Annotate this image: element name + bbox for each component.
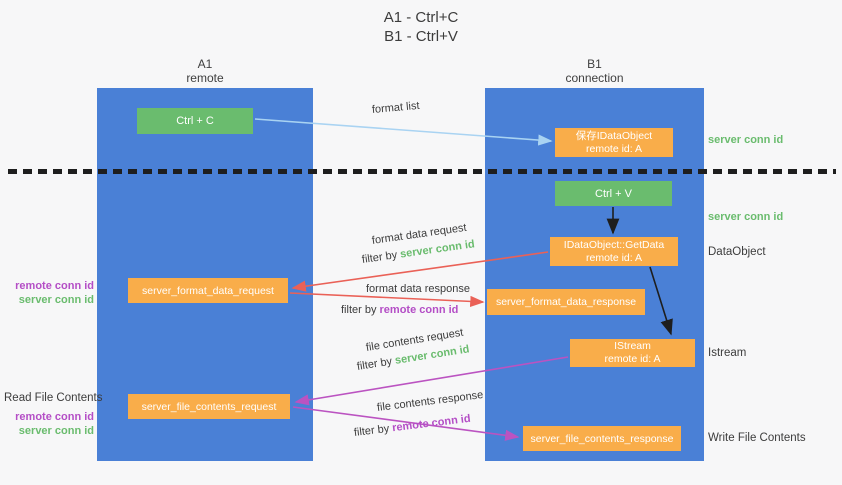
node-istream-line1: IStream bbox=[614, 340, 651, 352]
arrow-format-data-request bbox=[291, 251, 549, 292]
column-a1-name: A1 bbox=[197, 57, 213, 71]
node-server-file-contents-response: server_file_contents_response bbox=[523, 426, 681, 451]
column-a1-subtitle: remote bbox=[186, 71, 224, 85]
node-getdata-line1: IDataObject::GetData bbox=[563, 238, 665, 251]
session-divider-dotted-line bbox=[8, 169, 836, 174]
node-ctrl-v: Ctrl + V bbox=[555, 181, 672, 206]
right-label-dataobject: DataObject bbox=[708, 246, 766, 258]
column-b1-subtitle: connection bbox=[565, 71, 624, 85]
filter-prefix: filter by bbox=[341, 304, 377, 316]
server-conn-id-label: server conn id bbox=[18, 425, 94, 437]
column-header-b1: B1 connection bbox=[485, 57, 704, 85]
arrow-file-contents-response bbox=[292, 406, 520, 441]
remote-conn-id-label: remote conn id bbox=[15, 280, 94, 292]
node-getdata-line2: remote id: A bbox=[585, 251, 643, 264]
remote-conn-id-label: remote conn id bbox=[15, 411, 94, 423]
right-label-istream: Istream bbox=[708, 347, 747, 359]
node-ctrl-c-label: Ctrl + C bbox=[176, 115, 214, 127]
node-server-format-data-request: server_format_data_request bbox=[128, 278, 288, 303]
diagram-title: A1 - Ctrl+C B1 - Ctrl+V bbox=[0, 8, 842, 46]
node-format-response-label: server_format_data_response bbox=[495, 296, 637, 308]
edge-label-format-data-response: format data response bbox=[366, 283, 470, 295]
arrow-getdata-to-istream bbox=[649, 266, 673, 336]
node-file-request-label: server_file_contents_request bbox=[141, 400, 277, 413]
node-idataobject-getdata: IDataObject::GetData remote id: A bbox=[550, 237, 678, 266]
arrow-format-data-response bbox=[289, 292, 485, 307]
edge-label-format-response-filter: filter by remote conn id bbox=[341, 304, 458, 316]
node-save-idataobject-line1: 保存IDataObject bbox=[575, 129, 653, 142]
column-header-a1: A1 remote bbox=[97, 57, 313, 85]
left-label-file-conn-ids: remote conn id server conn id bbox=[4, 410, 94, 438]
node-save-idataobject-line2: remote id: A bbox=[585, 142, 643, 155]
node-file-response-label: server_file_contents_response bbox=[530, 432, 674, 445]
node-ctrl-v-label: Ctrl + V bbox=[595, 187, 632, 200]
right-label-write-file-contents: Write File Contents bbox=[708, 432, 806, 444]
left-label-format-conn-ids: remote conn id server conn id bbox=[4, 279, 94, 307]
title-line-1: A1 - Ctrl+C bbox=[383, 9, 459, 26]
arrow-file-contents-request bbox=[294, 356, 569, 406]
right-label-server-conn-id-top: server conn id bbox=[708, 134, 784, 146]
left-label-read-file-contents: Read File Contents bbox=[4, 392, 103, 404]
node-istream: IStream remote id: A bbox=[570, 339, 695, 367]
filter-key-remote-conn-id: remote conn id bbox=[379, 304, 459, 316]
server-conn-id-label: server conn id bbox=[18, 294, 94, 306]
arrow-format-list bbox=[254, 118, 553, 146]
title-line-2: B1 - Ctrl+V bbox=[384, 28, 458, 45]
node-ctrl-c: Ctrl + C bbox=[137, 108, 253, 134]
column-b1-name: B1 bbox=[587, 57, 602, 71]
right-label-server-conn-id-mid: server conn id bbox=[708, 211, 784, 223]
node-server-file-contents-request: server_file_contents_request bbox=[128, 394, 290, 419]
node-save-idataobject: 保存IDataObject remote id: A bbox=[555, 128, 673, 157]
node-istream-line2: remote id: A bbox=[604, 353, 661, 365]
node-format-request-label: server_format_data_request bbox=[142, 284, 274, 297]
node-server-format-data-response: server_format_data_response bbox=[487, 289, 645, 315]
